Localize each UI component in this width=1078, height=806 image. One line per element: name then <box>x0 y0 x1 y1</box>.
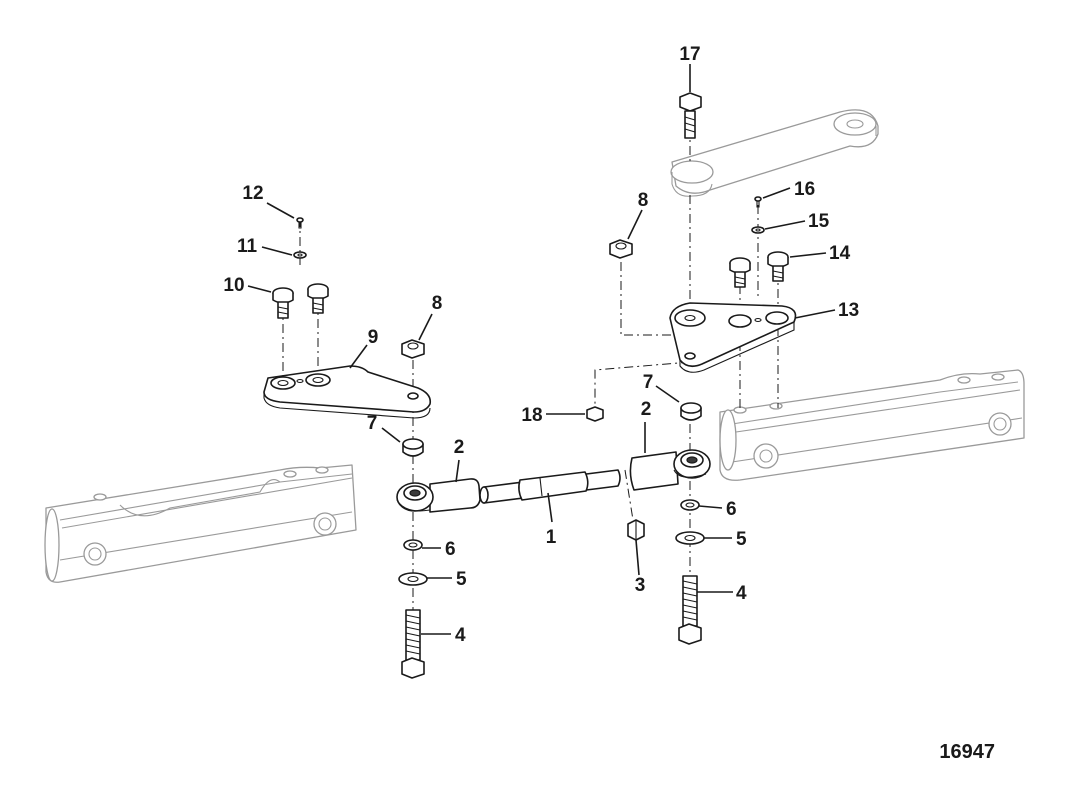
callout-17: 17 <box>679 44 700 65</box>
callout-7-right: 7 <box>643 372 654 393</box>
callout-14: 14 <box>829 243 851 264</box>
callout-6-left: 6 <box>445 539 456 560</box>
small-nut <box>586 406 604 422</box>
callout-2-right: 2 <box>641 399 652 420</box>
callout-6-right: 6 <box>726 499 737 520</box>
callout-10: 10 <box>223 275 244 296</box>
left-lower-hardware <box>398 438 428 679</box>
callout-11: 11 <box>237 236 258 257</box>
left-locknut <box>401 339 425 359</box>
callout-12: 12 <box>242 183 263 204</box>
callout-7-left: 7 <box>367 413 378 434</box>
callout-5-left: 5 <box>456 569 467 590</box>
callout-16: 16 <box>794 179 815 200</box>
callout-9: 9 <box>368 327 379 348</box>
callout-8-right: 8 <box>638 190 649 211</box>
callout-leaders <box>247 64 836 635</box>
left-rod-end <box>396 478 481 513</box>
callout-18: 18 <box>521 405 542 426</box>
tie-bar <box>479 469 621 504</box>
callout-labels: 1 2 2 3 4 4 5 5 6 6 7 7 8 8 9 10 11 12 1… <box>223 44 859 646</box>
left-bracket <box>263 365 432 419</box>
arm-bolt <box>679 92 702 139</box>
figure-number: 16947 <box>939 741 995 763</box>
ghost-left-cylinder <box>44 464 357 583</box>
right-rod-end <box>629 449 711 491</box>
callout-13: 13 <box>838 300 859 321</box>
callout-15: 15 <box>808 211 830 232</box>
ghost-steering-arm <box>670 109 879 197</box>
callout-8-left: 8 <box>432 293 443 314</box>
left-bracket-screws <box>272 217 329 319</box>
callout-4-left: 4 <box>455 625 466 646</box>
callout-2-left: 2 <box>454 437 465 458</box>
right-bracket <box>669 302 797 373</box>
callout-1: 1 <box>546 527 557 548</box>
right-lower-hardware <box>675 402 705 645</box>
right-locknut <box>609 239 633 259</box>
callout-4-right: 4 <box>736 583 747 604</box>
jam-nut <box>627 519 645 541</box>
right-bracket-screws <box>729 196 789 288</box>
ghost-right-cylinder <box>719 369 1025 481</box>
callout-5-right: 5 <box>736 529 747 550</box>
callout-3: 3 <box>635 575 646 596</box>
